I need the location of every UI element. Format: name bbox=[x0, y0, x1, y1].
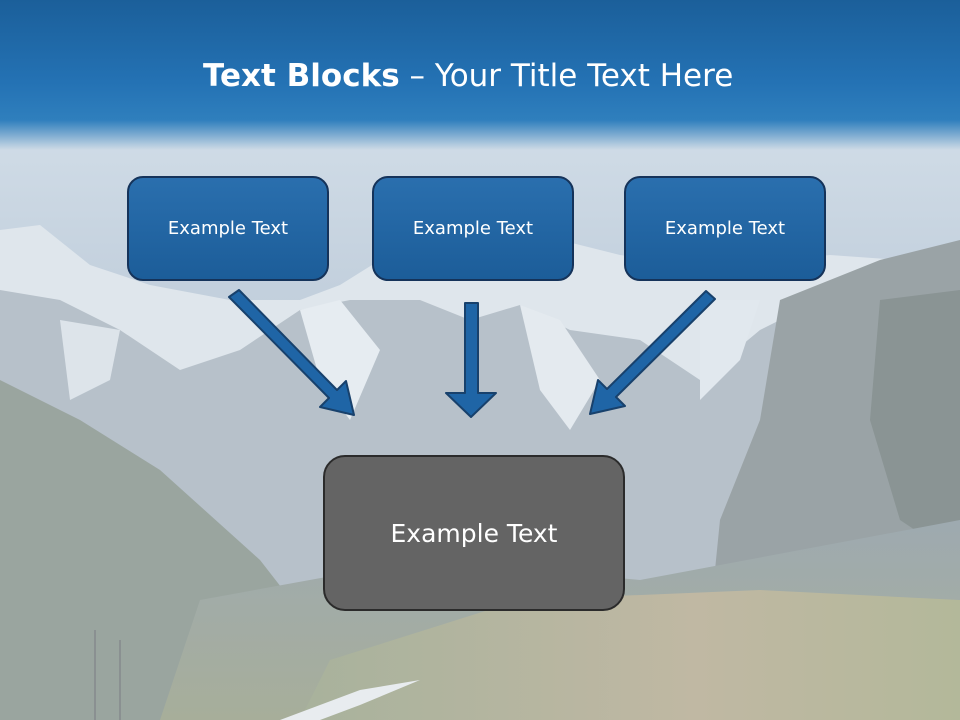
target-block-label: Example Text bbox=[390, 518, 558, 548]
text-block-3[interactable]: Example Text bbox=[624, 176, 826, 281]
text-block-1-label: Example Text bbox=[167, 218, 289, 239]
arrow-down-left-icon bbox=[589, 290, 716, 415]
title-bar bbox=[0, 0, 960, 150]
text-block-2[interactable]: Example Text bbox=[372, 176, 574, 281]
arrow-down-right-icon bbox=[228, 289, 355, 416]
arrow-down-icon bbox=[445, 302, 497, 418]
text-block-2-label: Example Text bbox=[412, 218, 534, 239]
title-rest: Your Title Text Here bbox=[434, 58, 734, 94]
text-block-1[interactable]: Example Text bbox=[127, 176, 329, 281]
target-block[interactable]: Example Text bbox=[323, 455, 625, 611]
slide-title: Text Blocks – Your Title Text Here bbox=[203, 54, 733, 98]
title-bold-part: Text Blocks bbox=[203, 58, 400, 94]
title-separator: – bbox=[409, 58, 426, 94]
text-block-3-label: Example Text bbox=[664, 218, 786, 239]
